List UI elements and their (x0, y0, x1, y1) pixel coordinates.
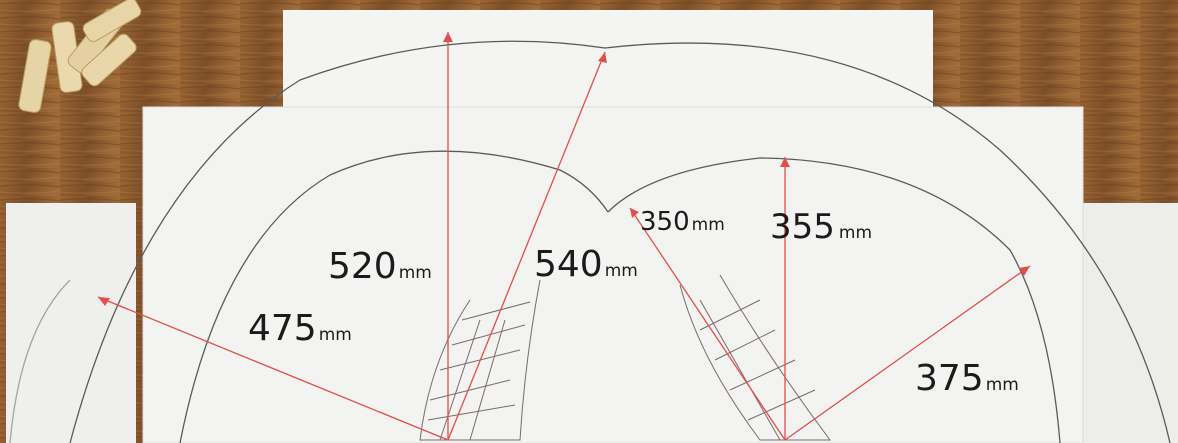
pencil-arcs (9, 40, 1171, 443)
paper-sheet-top (283, 10, 933, 120)
hatched-zone-right (679, 274, 831, 441)
wooden-dowels (18, 0, 142, 113)
arrowheads (98, 32, 1030, 306)
measure-line-375 (784, 265, 1031, 441)
measure-line-540 (447, 51, 606, 441)
measure-line-475 (97, 296, 449, 441)
red-measure-lines (97, 32, 1031, 441)
paper-sheet-main (142, 106, 1084, 443)
paper-sheet-left (6, 203, 136, 443)
measure-line-350 (629, 207, 786, 441)
